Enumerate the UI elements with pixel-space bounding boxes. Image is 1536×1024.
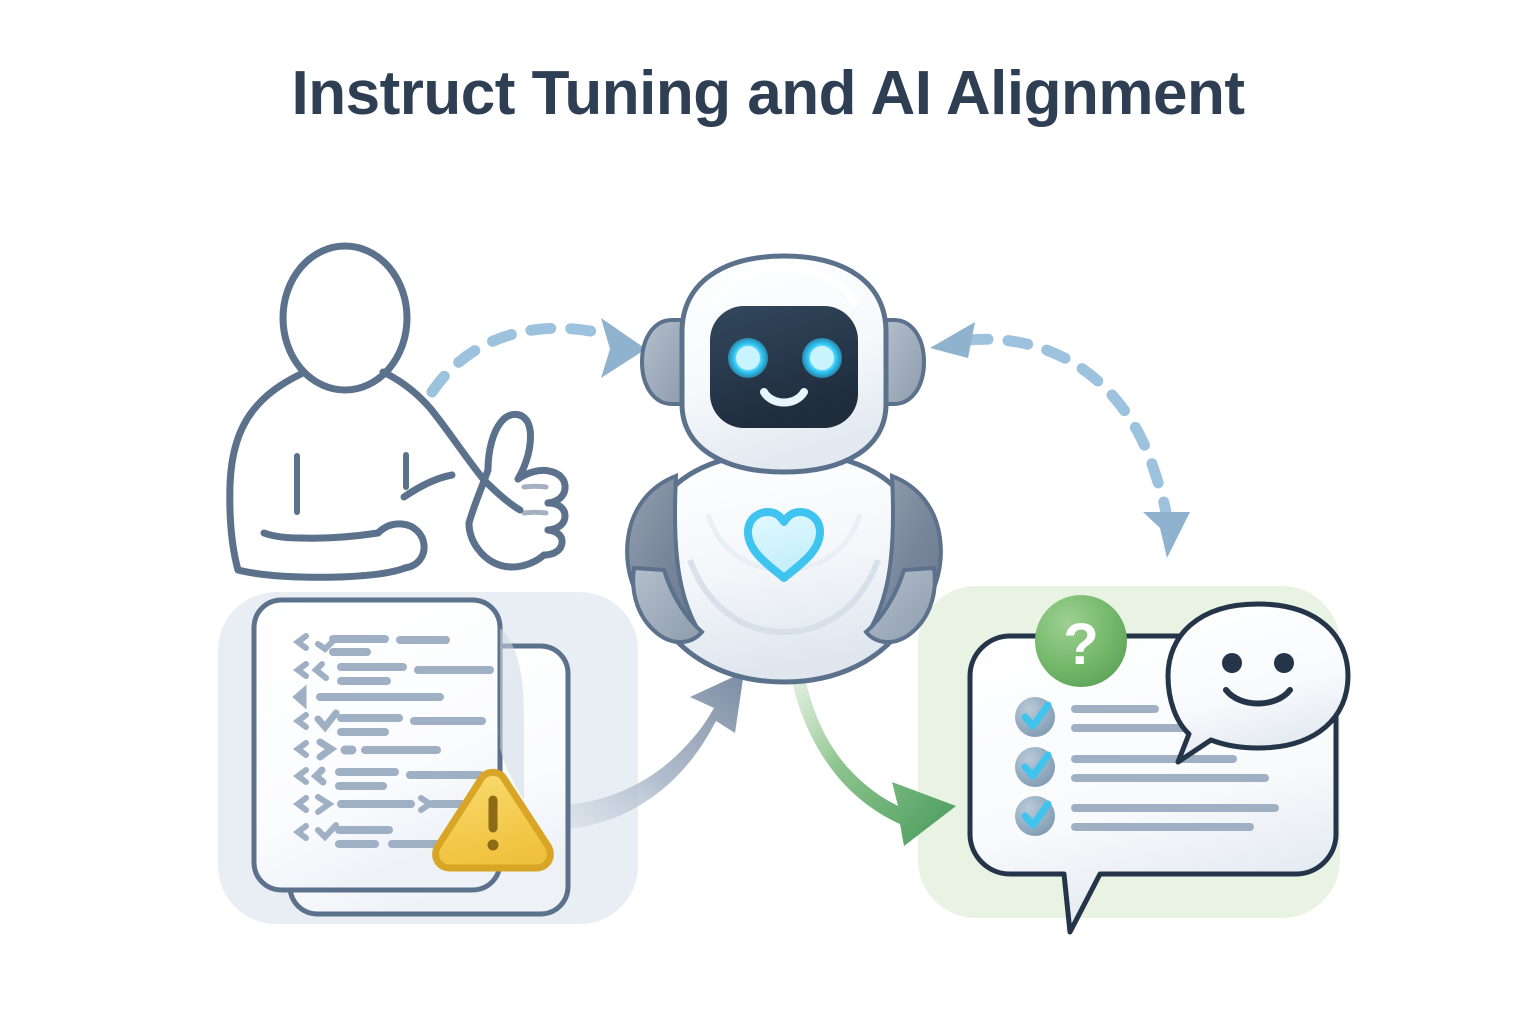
document-row: [293, 766, 484, 790]
checklist-item: [1015, 796, 1279, 836]
document-row: [293, 822, 444, 848]
page-title: Instruct Tuning and AI Alignment: [291, 59, 1245, 128]
document-row: [293, 794, 466, 815]
robot-eye-right: [802, 338, 842, 378]
arrow-human-to-robot: [426, 318, 646, 398]
smiley-eye-left: [1222, 653, 1242, 673]
document-row: [293, 633, 450, 656]
smiley-mouth: [1223, 687, 1293, 707]
document-row: [293, 738, 441, 761]
robot-smile: [760, 388, 808, 407]
question-badge-icon: ?: [1035, 595, 1127, 687]
smiley-speech-bubble: [1165, 601, 1351, 765]
robot-eye-left: [728, 338, 768, 378]
arrow-robot-to-response: [786, 648, 956, 846]
document-content-rows: [292, 633, 494, 848]
svg-text:?: ?: [1063, 612, 1098, 677]
document-row: [293, 709, 486, 736]
human-figure: [226, 242, 569, 581]
robot-figure: [625, 253, 943, 685]
robot-face-screen: [710, 306, 858, 428]
checklist-item: [1015, 697, 1189, 737]
document-row: [293, 661, 494, 685]
checklist-item: [1015, 747, 1269, 787]
arrow-robot-to-output: [930, 322, 1190, 558]
warning-triangle-icon: [432, 768, 554, 872]
document-row: [292, 684, 444, 710]
response-checklist: [1015, 697, 1279, 836]
smiley-eye-right: [1274, 653, 1294, 673]
heart-emblem-icon: [744, 508, 824, 582]
